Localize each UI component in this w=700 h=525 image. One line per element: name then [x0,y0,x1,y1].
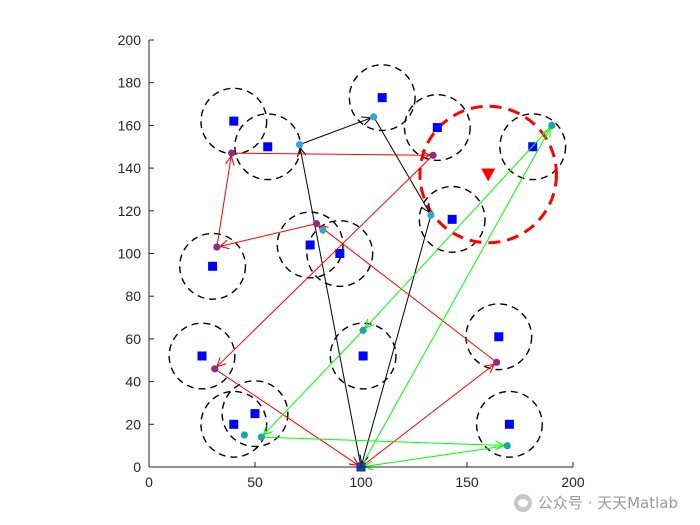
coverage-circle [329,322,397,390]
y-tick-label: 20 [125,416,141,432]
waypoint-cyan [319,226,327,234]
coverage-circle [403,93,471,162]
waypoint-teal [548,121,556,129]
y-tick-label: 160 [118,117,142,133]
waypoint-purple [228,149,236,157]
waypoint-purple [493,358,501,366]
y-tick-label: 180 [118,75,142,91]
coverage-circle [418,185,486,253]
route-segment-green [263,330,364,435]
y-tick-label: 200 [118,32,142,48]
coverage-circle [475,390,543,458]
waypoint-teal [359,326,367,334]
waypoint-purple [211,365,219,373]
sensor-node [250,409,260,419]
wechat-icon [513,493,532,512]
x-tick-label: 200 [561,474,585,490]
route-segment-green [360,128,550,468]
sensor-node [335,249,345,258]
route-segment-red [231,153,430,155]
coverage-circle [179,232,247,300]
x-tick-label: 100 [349,474,373,490]
target-region-circle [418,104,558,245]
waypoint-teal [240,431,248,439]
watermark: 公众号 · 天天Matlab [513,492,678,513]
x-tick-label: 50 [247,474,263,490]
waypoint-cyan [427,211,435,219]
y-tick-label: 120 [118,203,142,219]
sensor-node [377,93,387,103]
waypoint-purple [429,151,437,159]
x-tick-label: 0 [145,474,153,490]
y-tick-label: 40 [125,374,141,390]
sensor-node [197,351,207,361]
route-segment-black [373,116,430,213]
sensor-node [263,142,273,152]
y-tick-label: 80 [125,288,141,304]
coverage-circle [306,219,374,288]
y-tick-label: 0 [133,459,141,475]
route-segment-green [261,436,504,445]
sensor-node [504,419,514,429]
route-segment-red [214,368,359,466]
coverage-circle [465,303,533,371]
sensor-node [229,116,239,126]
sensor-node [358,351,368,361]
coverage-circle [168,322,236,390]
route-segment-green [365,125,553,328]
sensor-node [494,332,504,342]
watermark-text: 公众号 · 天天Matlab [537,494,678,512]
waypoint-teal [503,442,511,450]
route-segment-black [362,214,432,464]
y-tick-label: 140 [118,160,142,176]
route-segment-red [319,225,497,363]
sensor-node [305,240,315,250]
route-segment-black [299,118,371,146]
route-segment-red [360,364,494,468]
coverage-circle [276,211,344,279]
target-marker [481,168,496,182]
y-tick-label: 100 [118,246,142,262]
waypoint-purple [312,220,321,228]
route-segment-red [217,154,434,366]
waypoint-cyan [295,141,304,149]
waypoint-teal [257,433,265,441]
coverage-circle [499,113,567,181]
route-segment-red [216,156,231,248]
route-segment-red [220,223,317,247]
sensor-node [447,214,457,224]
x-tick-label: 150 [455,474,479,490]
route-segment-black [300,148,362,468]
sensor-node [208,261,218,271]
coverage-circle [200,390,268,458]
route-segment-green [364,445,508,467]
sensor-node [432,123,442,133]
waypoint-cyan [370,113,378,121]
y-tick-label: 60 [125,331,141,347]
sensor-node [229,419,239,429]
waypoint-purple [213,243,221,251]
coverage-circle [221,380,289,448]
